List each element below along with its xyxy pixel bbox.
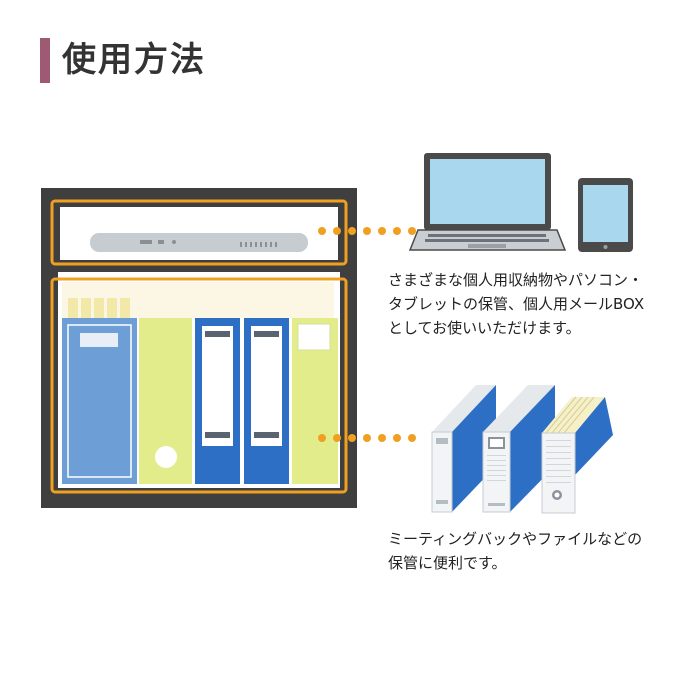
- page-title: 使用方法: [62, 40, 206, 80]
- top-caption: さまざまな個人用収納物やパソコン・ タブレットの保管、個人用メールBOX として…: [388, 268, 644, 340]
- laptop-on-shelf: [90, 233, 308, 252]
- top-caption-line: さまざまな個人用収納物やパソコン・: [388, 271, 644, 289]
- binders-icon: [431, 385, 613, 514]
- binders-in-cabinet: [62, 318, 338, 484]
- title-accent-bar: [40, 38, 50, 83]
- upper-highlight-frame: [50, 199, 348, 266]
- lower-highlight-frame: [50, 277, 348, 494]
- cabinet-illustration: [41, 188, 357, 508]
- bottom-caption: ミーティングバックやファイルなどの 保管に便利です。: [388, 527, 642, 575]
- top-caption-line: としてお使いいただけます。: [388, 319, 581, 337]
- connector-top: [318, 227, 416, 235]
- tablet-icon: [578, 178, 633, 252]
- laptop-icon: [408, 153, 567, 251]
- bottom-caption-line: ミーティングバックやファイルなどの: [388, 530, 643, 548]
- paper-tabs: [62, 282, 334, 318]
- top-caption-line: タブレットの保管、個人用メールBOX: [388, 295, 645, 313]
- bottom-caption-line: 保管に便利です。: [388, 554, 507, 572]
- connector-bottom: [318, 434, 416, 442]
